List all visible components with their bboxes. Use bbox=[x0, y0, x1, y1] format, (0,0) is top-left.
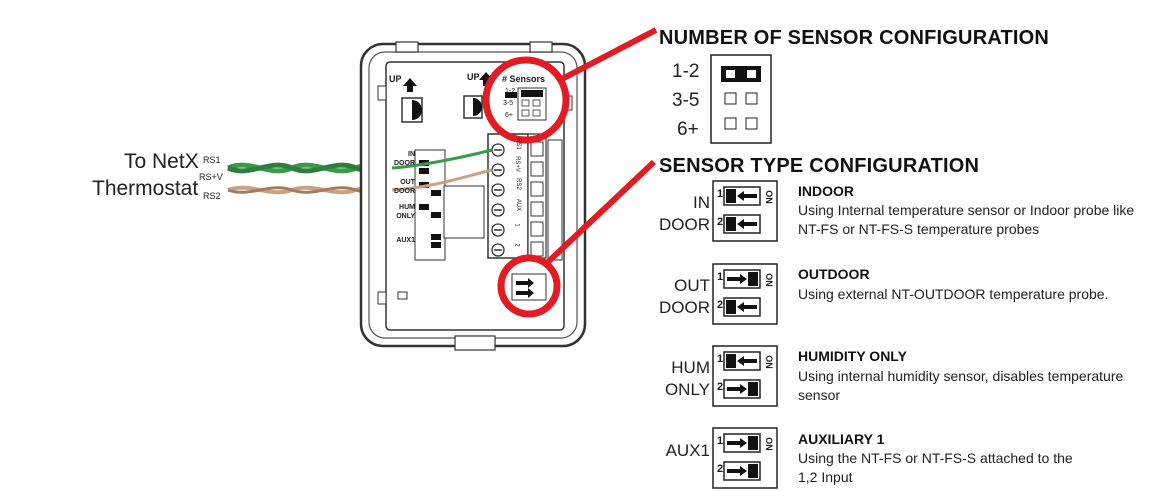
switch-number: 2 bbox=[717, 381, 724, 393]
number-config-heading: NUMBER OF SENSOR CONFIGURATION bbox=[659, 27, 1050, 49]
aux-switch-icon bbox=[712, 427, 778, 489]
option-title: INDOOR bbox=[798, 183, 854, 199]
device-switch-label: AUX1 bbox=[396, 237, 415, 244]
on-label: ON bbox=[763, 273, 774, 287]
switch-number: 2 bbox=[717, 463, 724, 475]
switch-number: 1 bbox=[717, 271, 724, 283]
sensor-count-label: 1-2 bbox=[672, 61, 700, 82]
option-label: HUM ONLY bbox=[664, 358, 710, 399]
highlight-circle bbox=[497, 254, 561, 318]
device-terminal-label: RS2 bbox=[514, 178, 521, 190]
option-description: Using the NT-FS or NT-FS-S attached to t… bbox=[798, 450, 1073, 485]
up-arrow-icon bbox=[403, 78, 417, 92]
device-switch-label: OUT DOOR bbox=[394, 179, 415, 195]
leader-line bbox=[558, 27, 658, 83]
switch-number: 2 bbox=[717, 299, 724, 311]
sensor-row-label: 3-5 bbox=[503, 100, 514, 107]
switch-number: 2 bbox=[717, 216, 724, 228]
sensor-row-label: 6+ bbox=[505, 112, 513, 119]
terminal-rsv-label: RS+V bbox=[199, 172, 223, 182]
terminal-rs1-label: RS1 bbox=[203, 155, 221, 165]
thermostat-label: Thermostat bbox=[92, 177, 199, 200]
switch-number: 1 bbox=[717, 435, 724, 447]
option-label: IN DOOR bbox=[659, 193, 710, 234]
device-terminal-label: AUX bbox=[515, 198, 522, 212]
sensors-title: # Sensors bbox=[502, 74, 546, 84]
sensor-row-label: 1-2 bbox=[505, 88, 516, 95]
option-label: AUX1 bbox=[665, 441, 710, 460]
option-title: AUXILIARY 1 bbox=[798, 431, 885, 447]
switch-number: 1 bbox=[717, 188, 724, 200]
leader-line bbox=[545, 159, 657, 265]
device-switch-label: HUM ONLY bbox=[396, 204, 415, 220]
on-label: ON bbox=[763, 190, 774, 204]
device-terminal-label: RS1 bbox=[514, 138, 521, 150]
option-label: OUT DOOR bbox=[659, 276, 710, 317]
option-description: Using Internal temperature sensor or Ind… bbox=[798, 202, 1135, 237]
option-title: HUMIDITY ONLY bbox=[798, 348, 907, 364]
option-title: OUTDOOR bbox=[798, 266, 870, 282]
option-description: Using internal humidity sensor, disables… bbox=[798, 368, 1124, 403]
highlight-circle bbox=[482, 56, 570, 144]
device-terminal-label: RS+V bbox=[513, 156, 520, 172]
sensor-count-label: 3-5 bbox=[672, 90, 700, 111]
on-label: ON bbox=[763, 355, 774, 369]
indoor-switch-icon bbox=[712, 180, 778, 242]
sensor-count-label: 6+ bbox=[677, 119, 699, 140]
terminal-rs2-label: RS2 bbox=[203, 191, 221, 201]
outdoor-switch-icon bbox=[712, 263, 778, 325]
device-terminal-label: 1 bbox=[513, 223, 520, 227]
on-label: ON bbox=[763, 437, 774, 451]
device-switch-label: IN DOOR bbox=[394, 151, 415, 167]
device-terminal-label: 2 bbox=[513, 243, 520, 247]
to-netx-label: To NetX bbox=[124, 150, 199, 173]
type-config-heading: SENSOR TYPE CONFIGURATION bbox=[659, 155, 980, 177]
up-label: UP bbox=[389, 74, 402, 84]
option-description: Using external NT-OUTDOOR temperature pr… bbox=[798, 286, 1109, 302]
device-diagram bbox=[226, 27, 658, 351]
switch-number: 1 bbox=[717, 353, 724, 365]
humidity-switch-icon bbox=[712, 345, 778, 407]
up-label: UP bbox=[467, 72, 480, 82]
up-arrow-icon bbox=[479, 72, 493, 86]
mounting-hole-icon bbox=[401, 97, 423, 123]
sensor-count-jumper bbox=[710, 54, 772, 144]
mounting-hole-icon bbox=[463, 95, 483, 119]
